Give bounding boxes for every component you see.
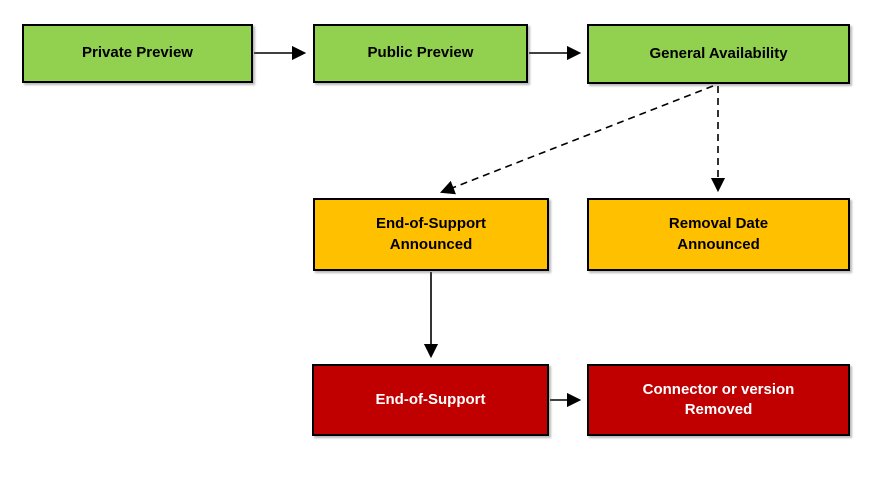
node-end-of-support-announced: End-of-Support Announced [313, 198, 549, 271]
node-general-availability: General Availability [587, 24, 850, 84]
node-label: General Availability [649, 44, 788, 62]
node-label: End-of-Support Announced [376, 215, 486, 253]
arrow-ga-to-eos-announced [439, 85, 714, 195]
node-label: Removal Date Announced [668, 215, 769, 253]
node-label: End-of-Support [375, 390, 486, 408]
node-public-preview: Public Preview [313, 24, 528, 83]
node-label: Private Preview [82, 44, 193, 62]
node-label: Public Preview [367, 44, 474, 62]
node-removal-date-announced: Removal Date Announced [587, 198, 850, 271]
node-label: Connector or version Removed [642, 380, 795, 418]
node-private-preview: Private Preview [22, 24, 253, 83]
node-connector-or-version-removed: Connector or version Removed [587, 364, 850, 436]
node-end-of-support: End-of-Support [312, 364, 549, 436]
